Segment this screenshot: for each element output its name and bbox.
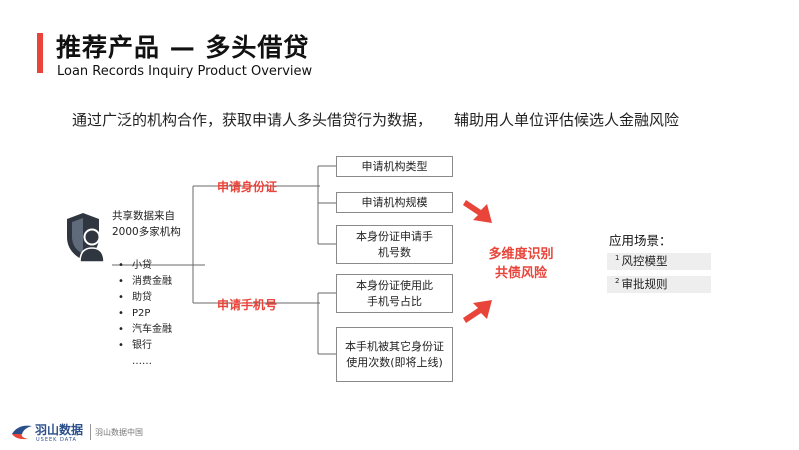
institution-list: •小贷 •消费金融 •助贷 •P2P •汽车金融 •银行 …… bbox=[118, 258, 172, 370]
footer-divider bbox=[90, 424, 91, 440]
feature-box: 本身份证申请手机号数 bbox=[336, 225, 453, 264]
institution-item: •小贷 bbox=[118, 260, 152, 271]
branch-label-phone: 申请手机号 bbox=[217, 298, 278, 312]
institution-item: •汽车金融 bbox=[118, 324, 172, 335]
intro-part-1: 通过广泛的机构合作，获取申请人多头借贷行为数据， bbox=[72, 111, 433, 129]
feature-box: 本手机被其它身份证使用次数(即将上线) bbox=[336, 327, 453, 382]
institution-item: …… bbox=[132, 356, 152, 367]
page-subtitle: Loan Records Inquiry Product Overview bbox=[57, 64, 313, 79]
risk-identification-text: 多维度识别 共债风险 bbox=[488, 247, 554, 281]
feature-box: 本身份证使用此手机号占比 bbox=[336, 274, 453, 313]
brand-name: 羽山数据 bbox=[35, 423, 84, 437]
institution-item: •P2P bbox=[118, 308, 151, 319]
brand-logo-icon bbox=[12, 425, 32, 440]
arrow-down-right bbox=[463, 200, 492, 223]
brand-slogan: 羽山数据中国 bbox=[95, 428, 143, 437]
branch-label-id-card: 申请身份证 bbox=[217, 180, 278, 194]
application-title: 应用场景： bbox=[609, 233, 672, 248]
title-accent-bar bbox=[37, 33, 43, 73]
institution-item: •消费金融 bbox=[118, 276, 172, 287]
shield-user-icon bbox=[67, 213, 105, 263]
feature-box: 申请机构类型 bbox=[336, 156, 453, 177]
arrow-up-right bbox=[463, 300, 492, 323]
intro-text: 通过广泛的机构合作，获取申请人多头借贷行为数据， 辅助用人单位评估候选人金融风险 bbox=[72, 109, 679, 130]
institution-item: •银行 bbox=[118, 340, 152, 351]
intro-part-2: 辅助用人单位评估候选人金融风险 bbox=[454, 111, 680, 129]
institution-item: •助贷 bbox=[118, 292, 152, 303]
brand-name-en: USEEK DATA bbox=[36, 437, 77, 443]
data-source-label: 共享数据来自 2000多家机构 bbox=[112, 210, 181, 238]
page-title: 推荐产品 — 多头借贷 bbox=[56, 33, 310, 62]
feature-box: 申请机构规模 bbox=[336, 192, 453, 213]
